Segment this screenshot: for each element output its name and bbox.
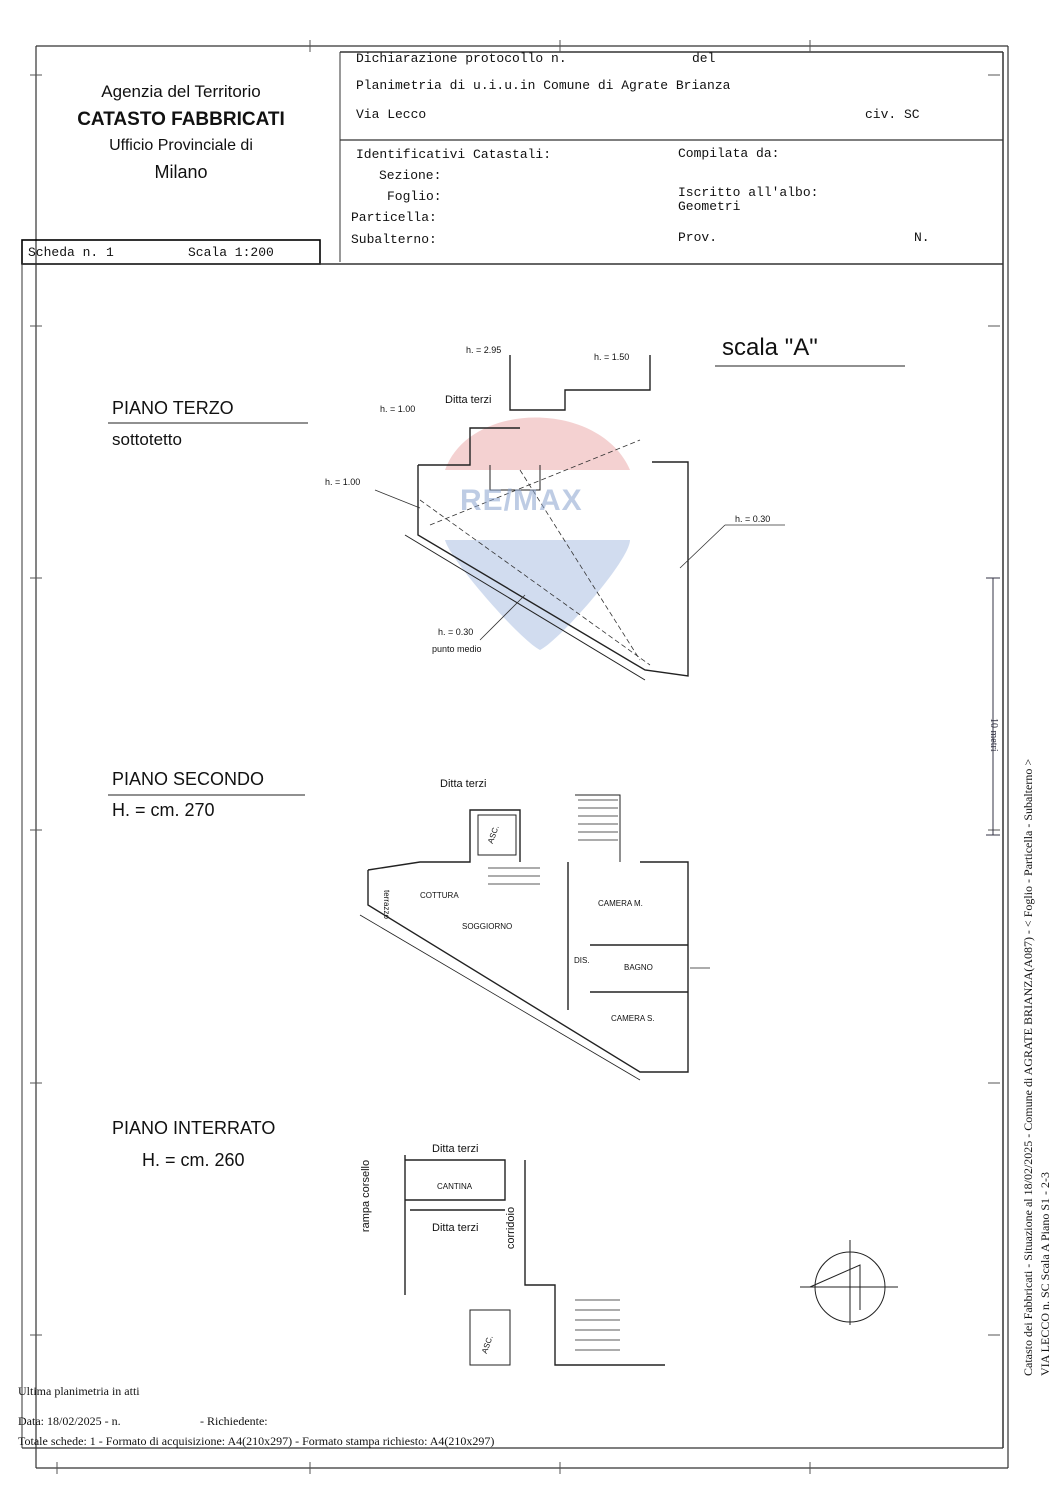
room-bagno: BAGNO [624,963,653,972]
scheda-scala: Scala 1:200 [188,245,274,260]
room-terrazzo: terrazzo [381,890,391,919]
room-cantina: CANTINA [437,1182,473,1191]
agency-catasto: CATASTO FABBRICATI [77,109,285,130]
scala-a-label: scala "A" [722,334,818,361]
piano-secondo-title: PIANO SECONDO [112,769,265,789]
height-label: h. = 1.00 [380,404,416,414]
piano-terzo-title: PIANO TERZO [112,398,234,418]
agency-name: Agenzia del Territorio [101,82,261,101]
ditta-terzi-label: Ditta terzi [432,1222,479,1234]
scale-bar-label: 10 metri [988,718,999,752]
piano-interrato-height: H. = cm. 260 [142,1150,245,1170]
footer-data: Data: 18/02/2025 - n. [18,1414,121,1428]
header-iscritto: Iscritto all'albo: [678,185,819,200]
header-civ: civ. SC [865,107,920,122]
header-del: del [692,51,716,66]
room-camera-s: CAMERA S. [611,1014,655,1023]
height-label: h. = 1.00 [325,477,361,487]
room-cottura: COTTURA [420,891,459,900]
header-geometri: Geometri [678,199,741,214]
header-n: N. [914,230,930,245]
footer-richiedente: - Richiedente: [200,1414,268,1428]
header-dichiarazione: Dichiarazione protocollo n. [356,51,567,66]
north-arrow-icon [800,1240,898,1325]
piano-terzo-subtitle: sottotetto [112,430,182,449]
agency-office: Ufficio Provinciale di [109,137,253,154]
side-info-line2: VIA LECCO n. SC Scala A Piano S1 - 2-3 [1038,1171,1052,1376]
scheda-label: Scheda n. 1 [28,245,114,260]
side-info-line1: Catasto dei Fabbricati - Situazione al 1… [1021,758,1035,1376]
header-subalterno: Subalterno: [351,232,437,247]
height-label: h. = 0.30 [438,627,474,637]
height-label: h. = 0.30 [735,514,771,524]
room-soggiorno: SOGGIORNO [462,922,513,931]
header-compilata: Compilata da: [678,146,780,161]
watermark-text: RE/MAX [460,484,583,517]
header-prov: Prov. [678,230,718,245]
watermark-logo [445,417,630,650]
ditta-terzi-label: Ditta terzi [432,1143,479,1155]
header-planimetria: Planimetria di u.i.u.in Comune di Agrate… [356,78,731,93]
piano-interrato-title: PIANO INTERRATO [112,1118,276,1138]
rampa-corsello-label: rampa corsello [360,1159,373,1233]
height-label: h. = 1.50 [594,352,630,362]
piano-secondo-height: H. = cm. 270 [112,800,215,820]
footer-ultima: Ultima planimetria in atti [18,1384,140,1398]
header-identificativi: Identificativi Catastali: [356,147,552,162]
header-particella: Particella: [351,210,437,225]
punto-medio-label: punto medio [432,644,482,654]
header-via: Via Lecco [356,107,427,122]
ditta-terzi-label: Ditta terzi [440,778,487,790]
footer-totale: Totale schede: 1 - Formato di acquisizio… [18,1434,495,1448]
height-label: h. = 2.95 [466,345,502,355]
ditta-terzi-label: Ditta terzi [445,394,492,406]
room-camera-m: CAMERA M. [598,899,643,908]
room-dis: DIS. [574,956,590,965]
header-sezione: Sezione: [379,168,442,183]
agency-city: Milano [154,162,208,182]
header-foglio: Foglio: [387,189,442,204]
corridoio-label: corridoio [505,1206,518,1250]
